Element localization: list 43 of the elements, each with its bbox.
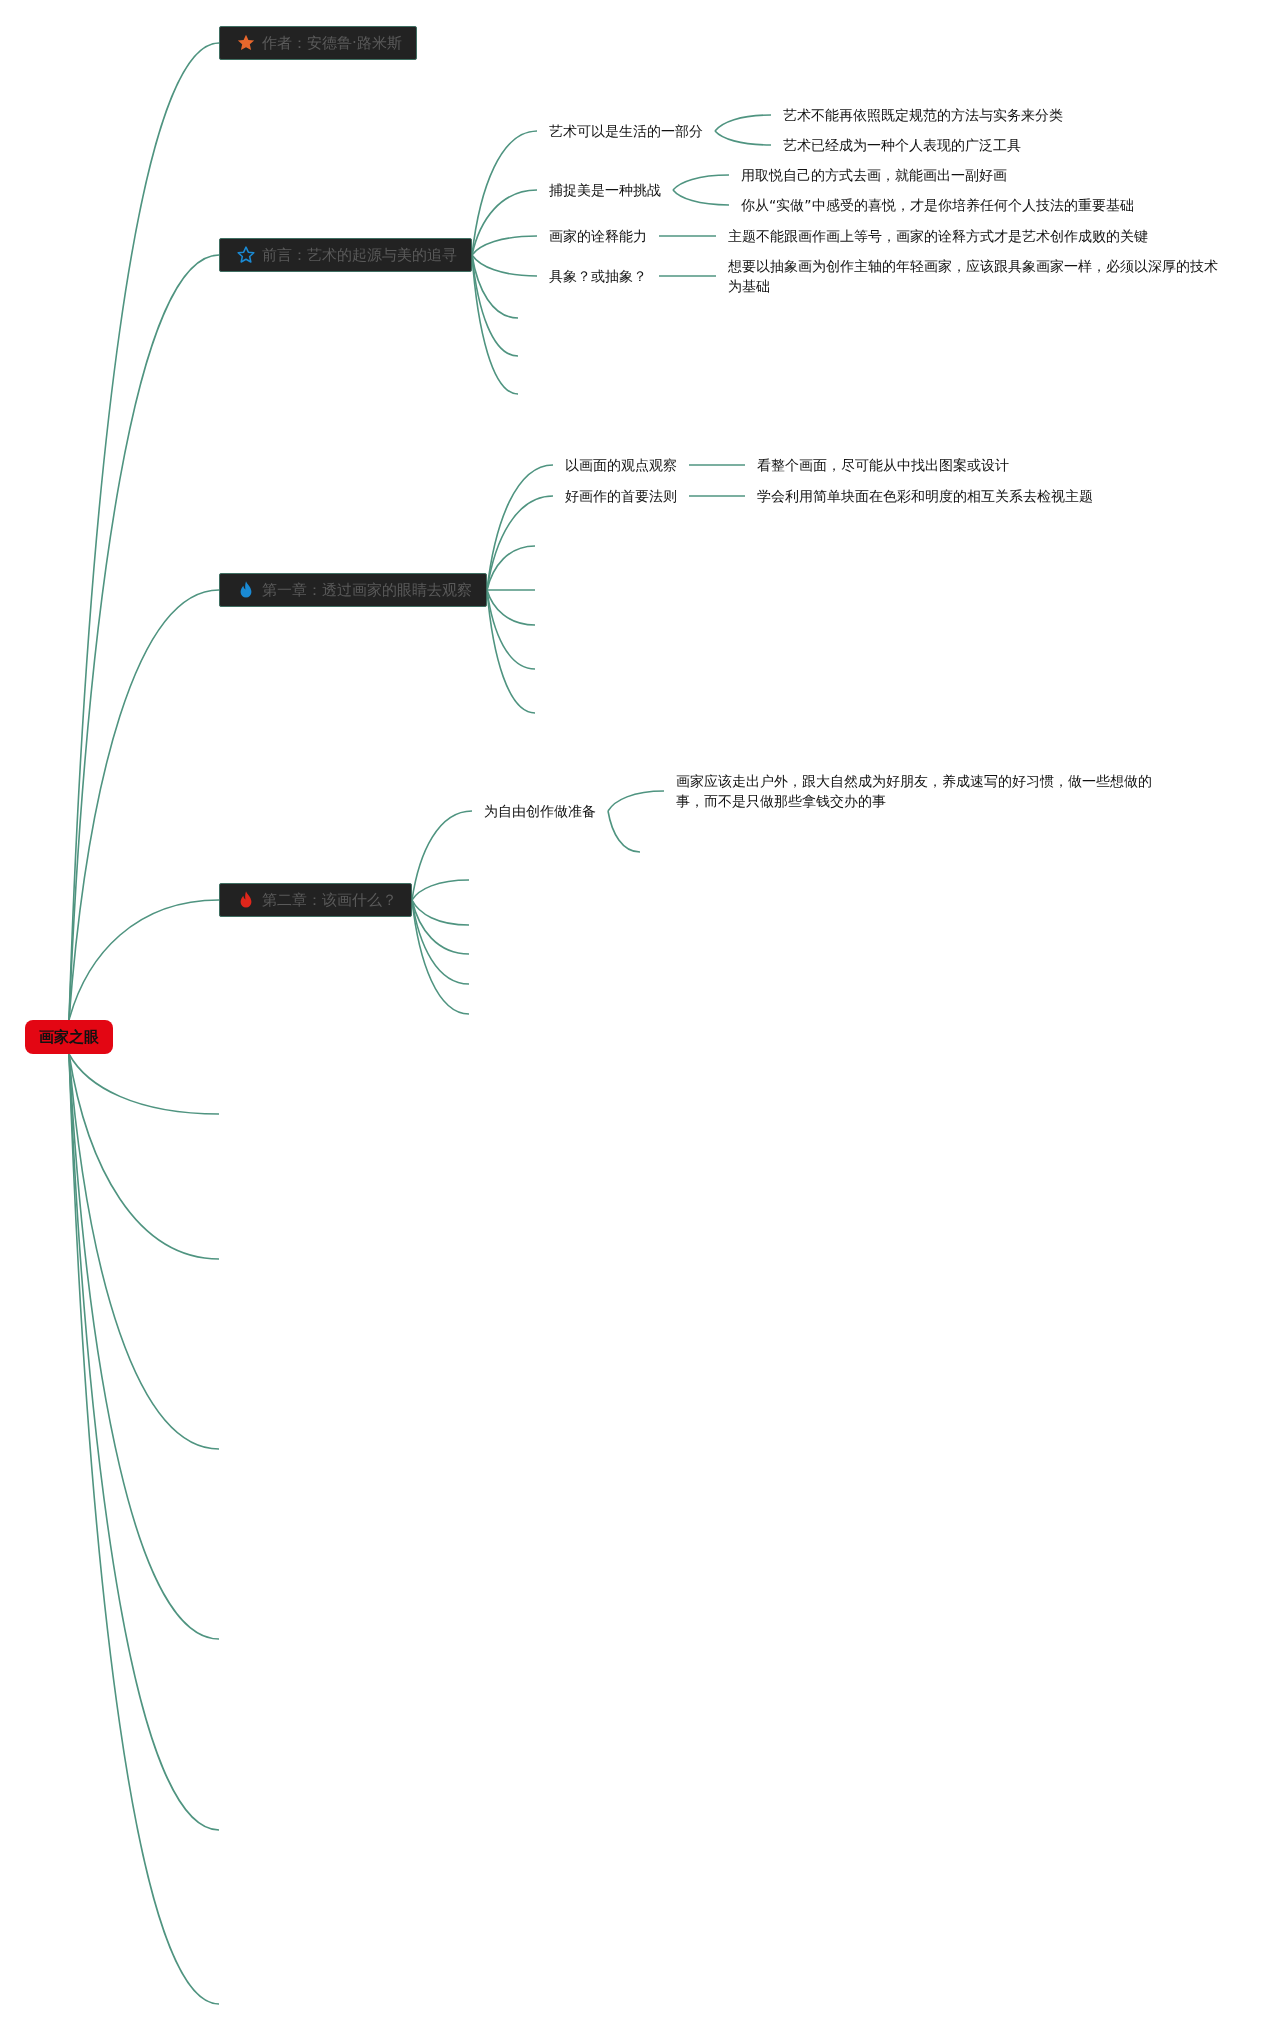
branch-line (471, 254, 538, 277)
branch-line (714, 114, 772, 132)
topic-text: 具象？或抽象？ (537, 266, 659, 286)
topic-text: 画家应该走出户外，跟大自然成为好朋友，养成速写的好习惯，做一些想做的事，而不是只做那些拿钱交办的事 (664, 771, 1174, 811)
branch-line (607, 790, 665, 812)
topic-text: 画家的诠释能力 (537, 226, 659, 246)
topic-text: 用取悦自己的方式去画，就能画出一副好画 (729, 165, 1019, 185)
topic-text: 为自由创作做准备 (472, 801, 608, 821)
branch-line (688, 495, 746, 497)
topic-box (219, 238, 472, 272)
topic-box (219, 883, 412, 917)
branch-line (68, 589, 220, 1021)
topic-text: 艺术可以是生活的一部分 (537, 121, 715, 141)
topic-text: 看整个画面，尽可能从中找出图案或设计 (745, 455, 1021, 475)
branch-line (471, 189, 538, 256)
topic-text: 以画面的观点观察 (553, 455, 689, 475)
branch-line (411, 899, 470, 926)
branch-line (658, 235, 717, 237)
topic-text: 你从“实做”中感受的喜悦，才是你培养任何个人技法的重要基础 (729, 195, 1146, 215)
branch-line (68, 899, 220, 1021)
branch-line (471, 235, 538, 256)
topic-text: 好画作的首要法则 (553, 486, 689, 506)
branch-line (411, 899, 470, 955)
branch-line (672, 189, 730, 206)
branch-line (672, 174, 730, 191)
topic-text: 想要以抽象画为创作主轴的年轻画家，应该跟具象画家一样，必须以深厚的技术为基础 (716, 256, 1236, 296)
branch-line (411, 879, 470, 901)
topic-box (219, 26, 417, 60)
branch-line (658, 275, 717, 277)
topic-text: 主题不能跟画作画上等号，画家的诠释方式才是艺术创作成败的关键 (716, 226, 1160, 246)
branch-line (607, 810, 641, 853)
branch-line (486, 545, 536, 591)
topic-text: 艺术不能再依照既定规范的方法与实务来分类 (771, 105, 1075, 125)
branch-line (486, 589, 536, 626)
branch-line (714, 130, 772, 146)
topic-text: 艺术已经成为一种个人表现的广泛工具 (771, 135, 1033, 155)
topic-box (219, 573, 487, 607)
branch-line (688, 464, 746, 466)
central-topic: 画家之眼 (25, 1020, 113, 1054)
branch-line (68, 1053, 220, 1115)
branch-line (486, 589, 536, 591)
topic-text: 学会利用简单块面在色彩和明度的相互关系去检视主题 (745, 486, 1105, 506)
topic-text: 捕捉美是一种挑战 (537, 180, 673, 200)
